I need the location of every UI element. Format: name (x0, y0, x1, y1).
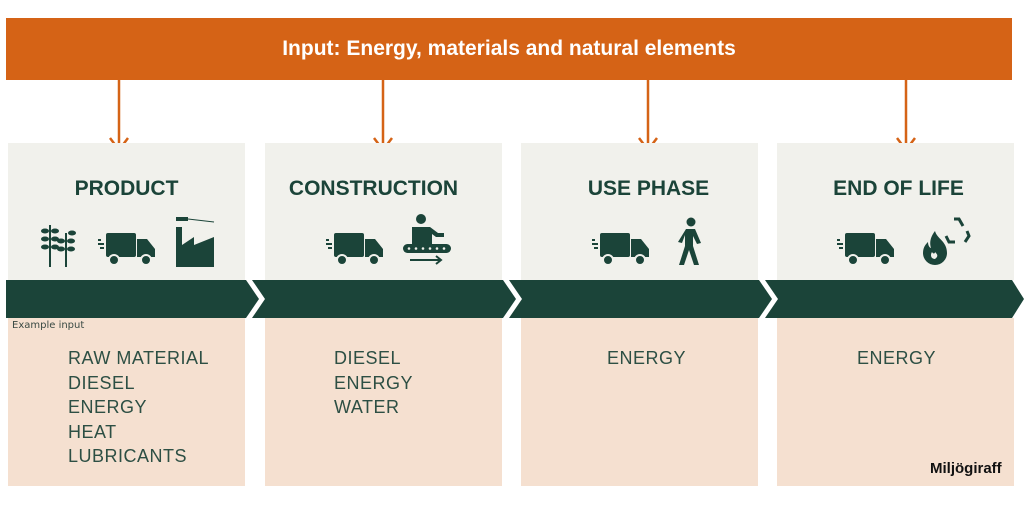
input-panel-end-of-life (777, 318, 1014, 486)
plant-icon (40, 225, 76, 267)
down-arrow-icon (896, 80, 916, 152)
truck-icon (591, 232, 650, 266)
down-arrow-icon (638, 80, 658, 152)
input-panel-use-phase (521, 318, 758, 486)
input-panel-product (8, 318, 245, 486)
walking-person-icon (677, 217, 701, 265)
input-item: RAW MATERIAL (68, 348, 210, 368)
stage-panel-end-of-life (777, 143, 1014, 280)
input-item: DIESEL (68, 372, 136, 393)
input-item: DIESEL (334, 348, 402, 368)
stage-title: USE PHASE (587, 177, 710, 200)
input-item: ENERGY (334, 372, 414, 393)
stage-title: CONSTRUCTION (288, 177, 459, 200)
truck-icon (326, 232, 384, 266)
process-arrow-band (6, 280, 1024, 318)
stage-title: PRODUCT (74, 177, 179, 200)
input-banner: Input: Energy, materials and natural ele… (6, 18, 1012, 80)
stage-title: END OF LIFE (833, 177, 964, 200)
input-item: ENERGY (607, 348, 687, 368)
input-item: ENERGY (68, 397, 148, 417)
banner-title: Input: Energy, materials and natural ele… (282, 37, 736, 60)
input-item: ENERGY (857, 348, 937, 368)
example-input-label: Example input (12, 320, 85, 331)
input-item: LUBRICANTS (68, 446, 188, 466)
stage-panel-construction (265, 143, 502, 280)
truck-icon (836, 232, 895, 266)
factory-icon (175, 217, 214, 267)
worker-conveyor-icon (403, 214, 451, 265)
truck-icon (97, 232, 156, 266)
miljogiraff-logo: Miljögiraff (930, 460, 1002, 477)
down-arrow-icon (373, 80, 393, 152)
input-item: HEAT (68, 421, 117, 442)
down-arrow-icon (109, 80, 129, 152)
input-panel-construction (265, 318, 502, 486)
input-item: WATER (334, 397, 400, 417)
fire-recycle-icon (922, 217, 971, 265)
